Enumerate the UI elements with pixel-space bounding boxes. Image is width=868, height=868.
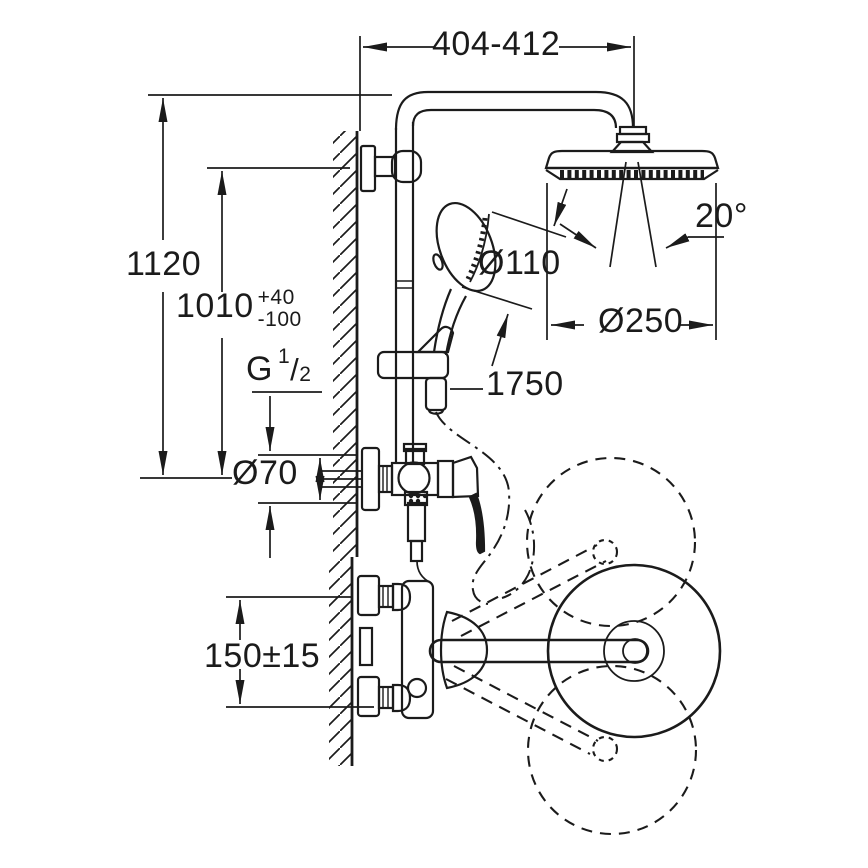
dim-spray-angle (559, 223, 724, 249)
dim-union-spacing (226, 596, 374, 708)
dim-top-width (359, 36, 635, 131)
handshower-button (432, 253, 444, 271)
thread-letter: G (246, 350, 273, 388)
shower-hose (435, 411, 536, 605)
dim-label-top-width: 404-412 (432, 25, 561, 63)
dim-head-dia (546, 183, 717, 340)
thread-slash: / (290, 352, 300, 387)
dim-label-riser-height: 1010+40-100 (176, 286, 302, 332)
mixer-front-view (356, 574, 489, 720)
slider-holder (376, 325, 455, 415)
dim-label-hose-length: 1750 (486, 365, 564, 403)
shower-arm (394, 90, 655, 154)
thread-numerator: 1 (277, 345, 291, 368)
dim-handshower-dia (461, 188, 568, 367)
dim-label-head-dia: Ø250 (598, 302, 684, 340)
thread-denominator: 2 (299, 363, 312, 386)
spray-cone (609, 161, 657, 268)
dim-label-union-spacing: 150±15 (204, 637, 321, 675)
dim-thread (252, 391, 322, 451)
dim-label-escutcheon-dia: Ø70 (232, 454, 298, 492)
dim-label-handshower-dia: Ø110 (478, 244, 561, 282)
lever-escutcheon (439, 610, 489, 690)
dim-escutcheon-dia (258, 454, 356, 558)
wall-bracket (359, 144, 423, 193)
wall-upper (333, 131, 359, 557)
riser-tol-plus: +40 (257, 286, 295, 309)
riser-tol-minus: -100 (257, 308, 302, 331)
head-shower (544, 149, 720, 181)
hand-shower (432, 201, 497, 356)
mixer-lever-blade (468, 492, 486, 555)
dim-label-total-height: 1120 (126, 245, 202, 283)
mixer-side-view (318, 442, 486, 584)
lever-swing-range (445, 456, 698, 836)
riser-height-value: 1010 (176, 287, 254, 325)
dim-total-height (140, 94, 392, 479)
riser-pipe (394, 122, 415, 462)
dim-label-spray-angle: 20° (695, 197, 748, 235)
lever-front (428, 563, 722, 739)
dim-riser-height (207, 167, 350, 475)
wall-lower (329, 557, 354, 766)
